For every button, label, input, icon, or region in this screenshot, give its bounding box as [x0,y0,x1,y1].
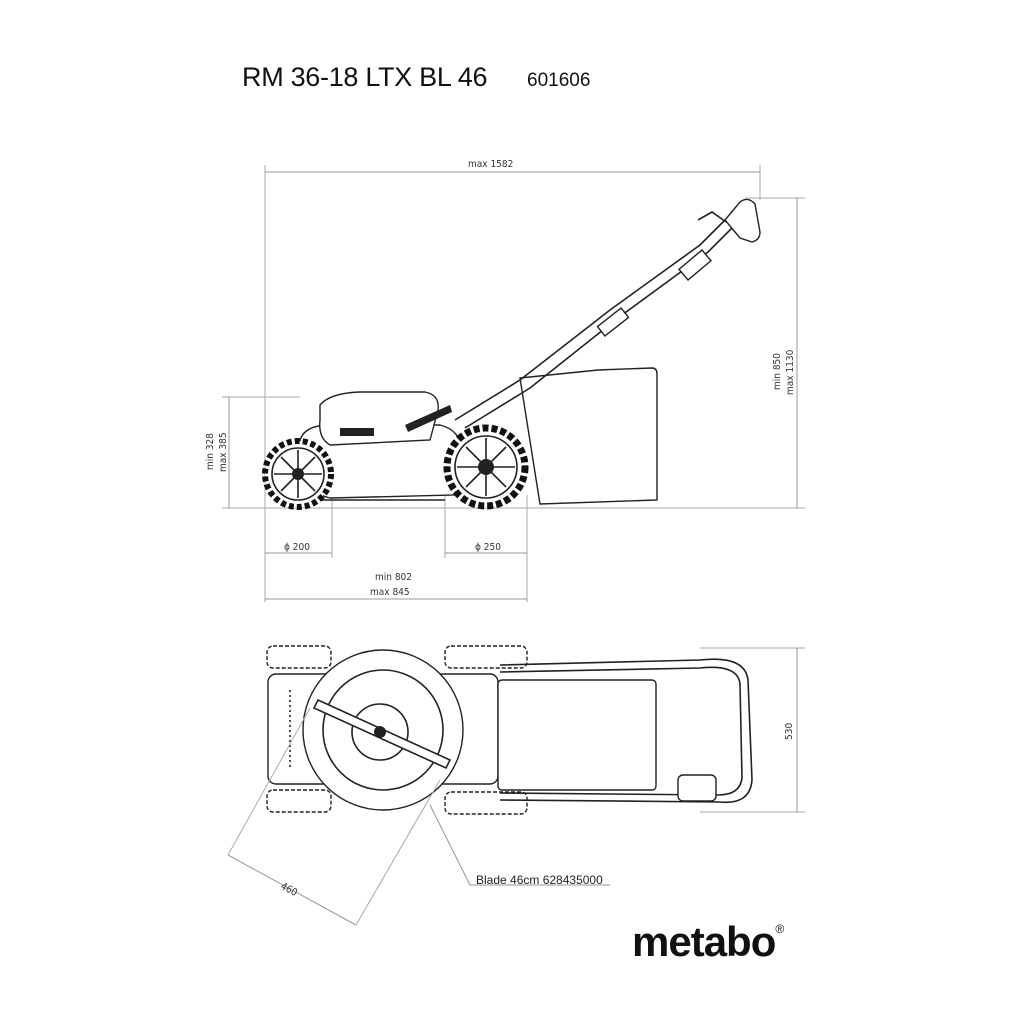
body-height-max: max 385 [218,432,229,472]
overall-length-label: max 1582 [468,159,513,170]
handle-grip [724,198,761,243]
grass-bag [519,367,658,505]
body-length-max: max 845 [370,587,410,598]
front-right-wheel [266,789,332,813]
handle-height-max: max 1130 [785,349,796,395]
cut-width-label: 460 [279,881,300,899]
handle-height-min: min 850 [772,353,783,390]
control-box [677,774,717,802]
body-height-min: min 328 [205,433,216,470]
rear-right-wheel [444,791,528,815]
registered-mark: ® [775,922,784,936]
front-wheel [262,438,334,510]
mower-side-view [262,198,761,510]
logo-text: metabo [632,918,776,965]
model-title: RM 36-18 LTX BL 46 [242,62,488,92]
metabo-logo: metabo® [632,918,784,966]
blade-label: Blade 46cm 628435000 [476,873,603,887]
rear-left-wheel [444,645,528,669]
front-left-wheel [266,645,332,669]
rear-wheel-diameter: ϕ 250 [475,542,501,553]
mower-top-view: 530 460 Blade 46cm 628435000 [227,645,805,926]
width-label: 530 [784,723,795,740]
side-view-dimensions: max 1582 min 850 max 1130 min 328 max 38… [205,159,805,602]
article-number: 601606 [527,70,591,91]
body-length-min: min 802 [375,572,412,583]
grass-bag-top [497,679,657,791]
rear-wheel [443,424,529,510]
front-wheel-diameter: ϕ 200 [284,542,310,553]
